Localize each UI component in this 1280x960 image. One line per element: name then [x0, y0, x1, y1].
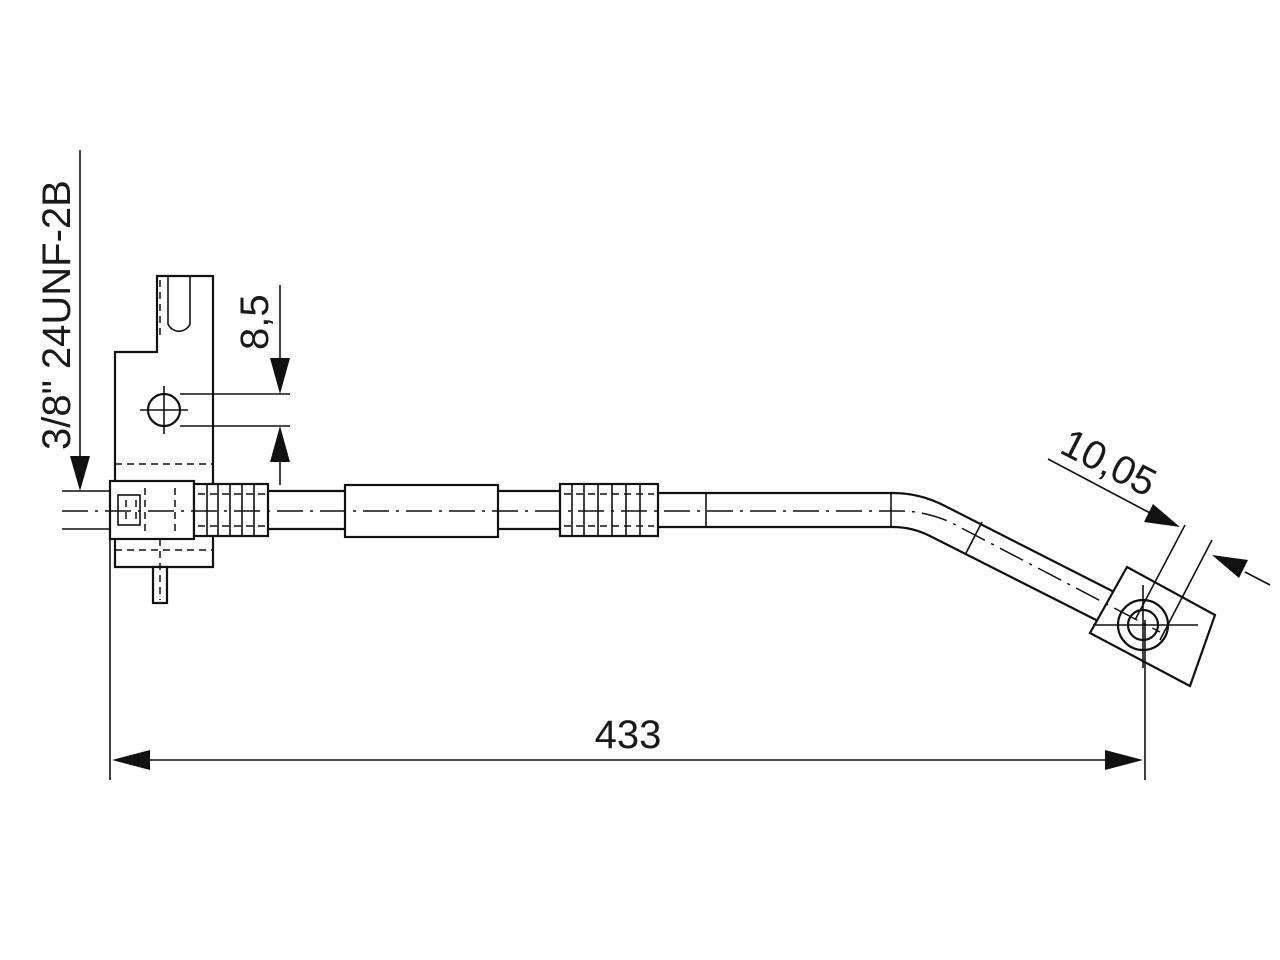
offset-dimension	[180, 285, 290, 485]
thread-spec-label: 3/8" 24UNF-2B	[35, 180, 79, 450]
crimp-ferrule-left	[192, 482, 270, 538]
length-dimension	[109, 540, 1146, 780]
eye-dimension	[1047, 458, 1271, 641]
hole-offset-label: 8,5	[233, 294, 277, 350]
steel-tube	[658, 491, 1127, 628]
mounting-bracket	[113, 274, 215, 569]
centre-line	[62, 510, 1161, 633]
banjo-fitting	[1088, 565, 1217, 688]
thread-dimension	[62, 150, 110, 530]
eye-diameter-label: 10,05	[1054, 421, 1163, 506]
crimp-ferrule-right	[558, 482, 660, 538]
threaded-fitting	[108, 479, 196, 605]
length-label: 433	[595, 713, 662, 757]
